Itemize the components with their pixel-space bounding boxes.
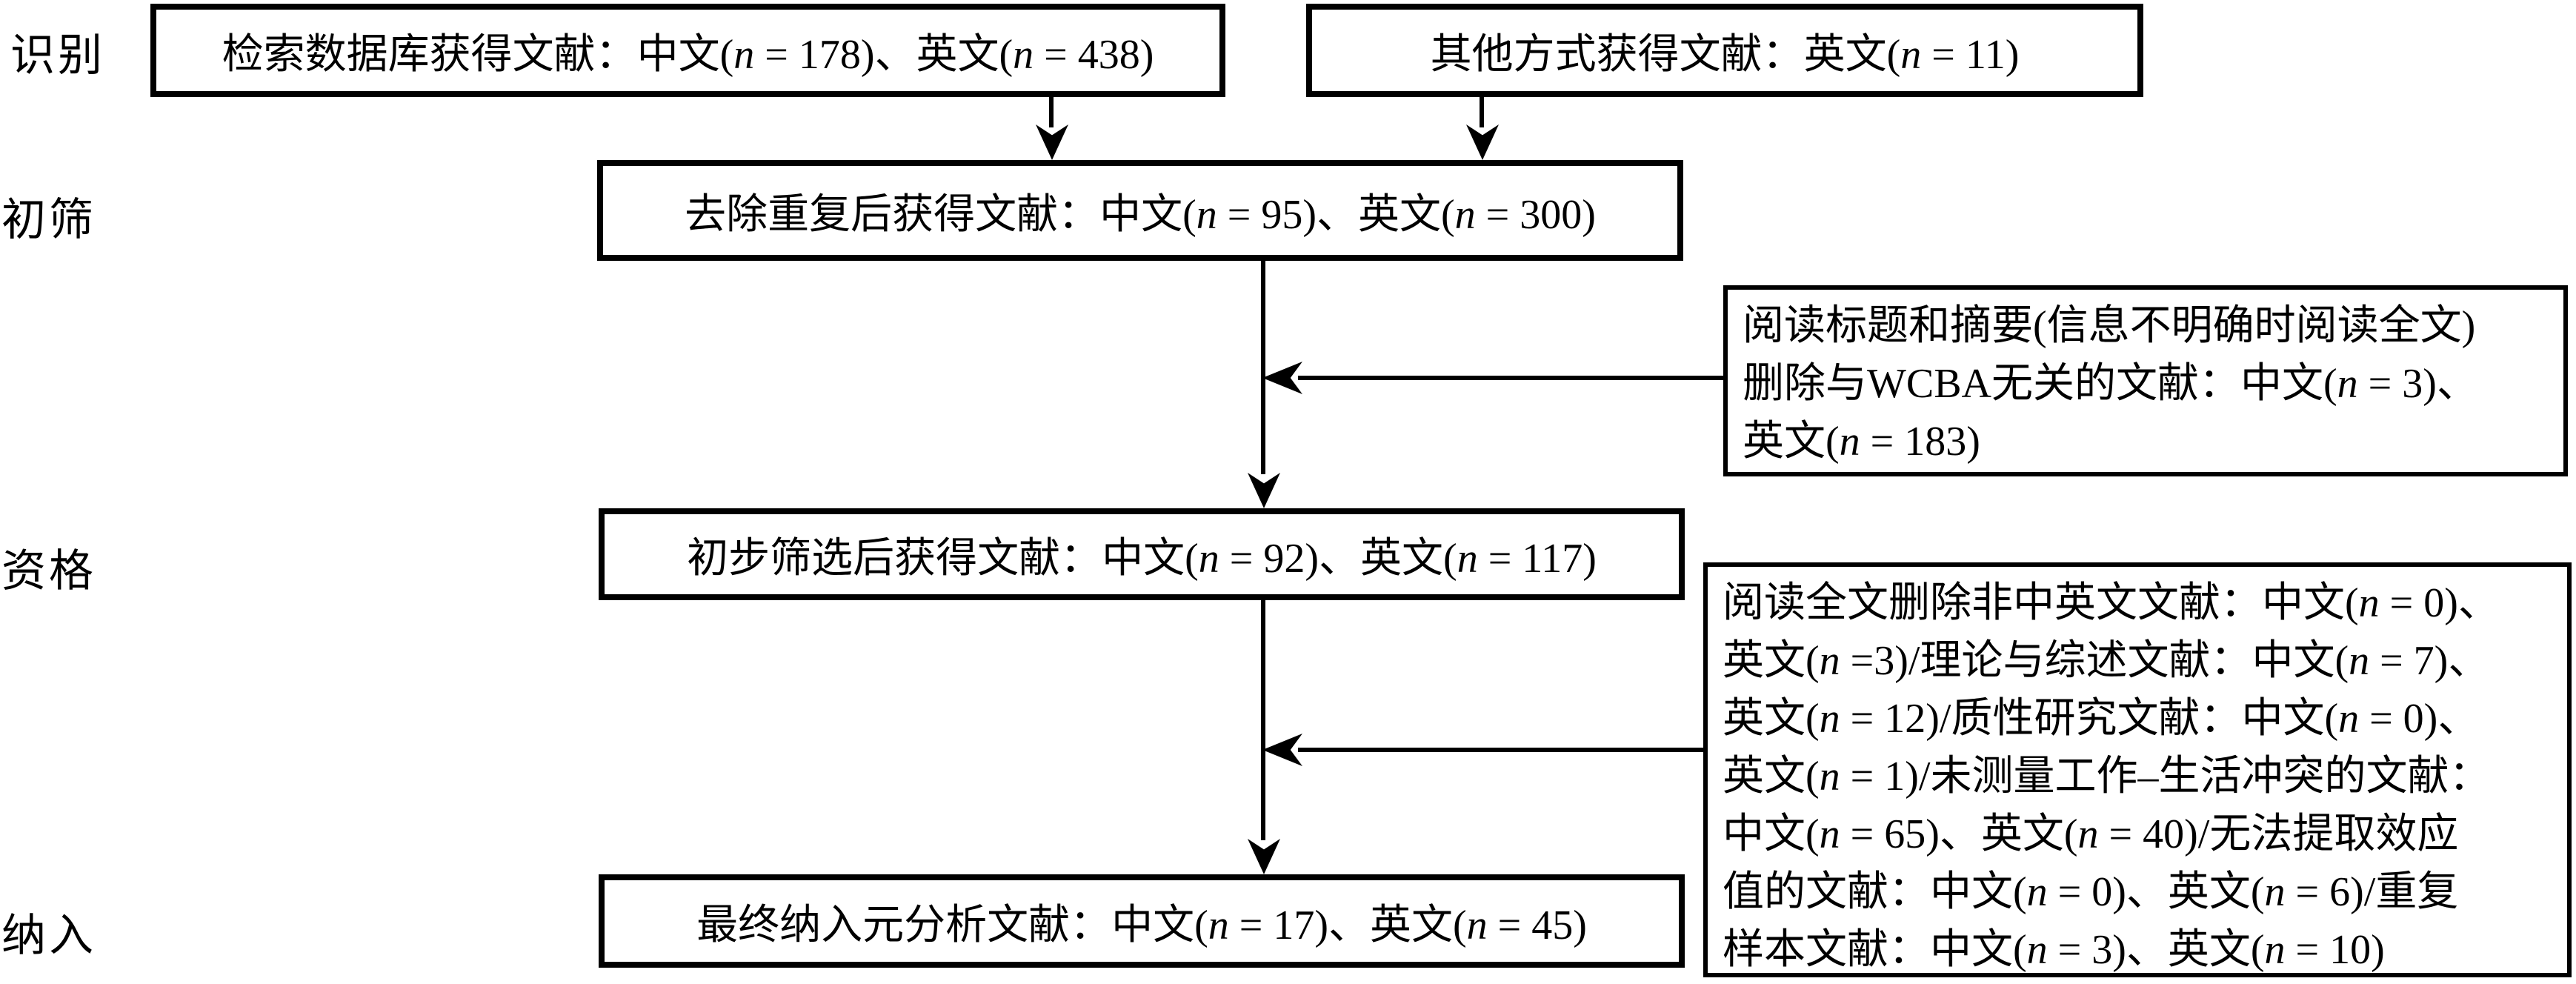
stage-label-eligibility: 资格: [1, 547, 96, 596]
arrow-fulltext-exclusion-head-icon: [1262, 734, 1302, 766]
box-final-included-text: 最终纳入元分析文献：中文(n = 17)、英文(n = 45): [696, 902, 1587, 948]
box-other-sources: 其他方式获得文献：英文(n = 11): [1306, 4, 2143, 97]
title-abstract-exclusion-line: 英文(n = 183): [1743, 419, 1980, 465]
fulltext-exclusion-line: 英文(n =3)/理论与综述文献：中文(n = 7)、: [1723, 638, 2490, 684]
fulltext-exclusion-line: 阅读全文删除非中英文文献：中文(n = 0)、: [1723, 580, 2500, 626]
fulltext-exclusion-line: 英文(n = 12)/质性研究文献：中文(n = 0)、: [1723, 696, 2480, 742]
arrow-screen-to-final-head-icon: [1248, 839, 1280, 874]
box-final-included: 最终纳入元分析文献：中文(n = 17)、英文(n = 45): [599, 874, 1685, 968]
arrow-dbsearch-to-dedup-head-icon: [1036, 124, 1068, 160]
arrow-titleabstract-exclusion-line: [1298, 376, 1723, 380]
stage-label-inclusion: 纳入: [1, 911, 96, 960]
arrow-othersources-to-dedup-line: [1480, 95, 1484, 127]
box-database-search: 检索数据库获得文献：中文(n = 178)、英文(n = 438): [150, 4, 1225, 97]
arrow-othersources-to-dedup-head-icon: [1466, 124, 1499, 160]
arrow-dbsearch-to-dedup-line: [1049, 95, 1054, 127]
stage-label-identification: 识别: [10, 31, 105, 80]
fulltext-exclusion-line: 英文(n = 1)/未测量工作–生活冲突的文献：: [1723, 754, 2491, 800]
title-abstract-exclusion-line: 删除与WCBA无关的文献：中文(n = 3)、: [1743, 361, 2478, 407]
arrow-dedup-to-screen-line: [1261, 259, 1265, 474]
arrow-dedup-to-screen-head-icon: [1248, 473, 1280, 508]
arrow-fulltext-exclusion-line: [1298, 748, 1703, 752]
box-title-abstract-exclusion: 阅读标题和摘要(信息不明确时阅读全文) 删除与WCBA无关的文献：中文(n = …: [1723, 285, 2568, 476]
fulltext-exclusion-line: 样本文献：中文(n = 3)、英文(n = 10): [1723, 927, 2385, 973]
stage-label-screening: 初筛: [1, 196, 96, 245]
box-fulltext-exclusion: 阅读全文删除非中英文文献：中文(n = 0)、 英文(n =3)/理论与综述文献…: [1703, 562, 2572, 977]
box-other-sources-text: 其他方式获得文献：英文(n = 11): [1430, 31, 2020, 78]
arrow-titleabstract-exclusion-head-icon: [1262, 362, 1302, 394]
fulltext-exclusion-line: 中文(n = 65)、英文(n = 40)/无法提取效应: [1723, 811, 2459, 857]
arrow-screen-to-final-line: [1261, 597, 1265, 840]
fulltext-exclusion-line: 值的文献：中文(n = 0)、英文(n = 6)/重复: [1723, 869, 2459, 915]
box-database-search-text: 检索数据库获得文献：中文(n = 178)、英文(n = 438): [222, 31, 1154, 78]
box-after-screening-text: 初步筛选后获得文献：中文(n = 92)、英文(n = 117): [687, 535, 1597, 582]
box-after-deduplication: 去除重复后获得文献：中文(n = 95)、英文(n = 300): [597, 160, 1683, 261]
box-after-screening: 初步筛选后获得文献：中文(n = 92)、英文(n = 117): [599, 508, 1685, 600]
box-after-deduplication-text: 去除重复后获得文献：中文(n = 95)、英文(n = 300): [685, 191, 1596, 238]
title-abstract-exclusion-line: 阅读标题和摘要(信息不明确时阅读全文): [1743, 303, 2476, 349]
